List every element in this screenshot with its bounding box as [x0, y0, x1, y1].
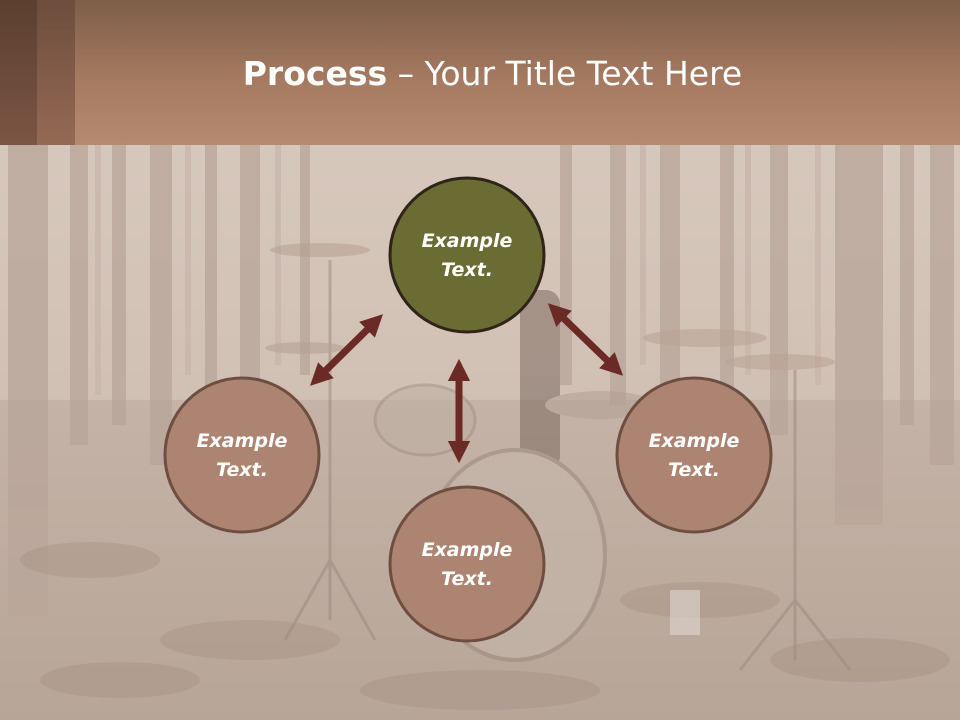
node-right: Example Text.: [615, 376, 773, 534]
node-bottom: Example Text.: [388, 485, 546, 643]
arrow-top-to-left: [310, 314, 383, 386]
node-right-text-line2: Text.: [668, 459, 720, 481]
node-right-text-line1: Example: [649, 430, 740, 452]
node-left: Example Text.: [163, 376, 321, 534]
node-left-text-line1: Example: [197, 430, 288, 452]
title-rest-text: Your Title Text Here: [424, 54, 743, 93]
title-bar-accent-dark: [0, 0, 37, 145]
node-top-text-line2: Text.: [441, 259, 493, 281]
node-left-circle: [163, 376, 321, 534]
node-top: Example Text.: [388, 176, 546, 334]
node-right-circle: [615, 376, 773, 534]
title-bar-accent-mid: [37, 0, 75, 145]
title-bold-text: Process: [242, 54, 388, 93]
slide-title: Process – Your Title Text Here: [75, 52, 910, 96]
title-bar: [0, 0, 960, 145]
node-left-text-line2: Text.: [216, 459, 268, 481]
node-bottom-circle: [388, 485, 546, 643]
node-bottom-text-line2: Text.: [441, 568, 493, 590]
node-bottom-text-line1: Example: [422, 539, 513, 561]
node-top-circle: [388, 176, 546, 334]
title-separator: –: [387, 54, 425, 93]
node-top-text-line1: Example: [422, 230, 513, 252]
arrow-top-to-right: [547, 303, 624, 376]
